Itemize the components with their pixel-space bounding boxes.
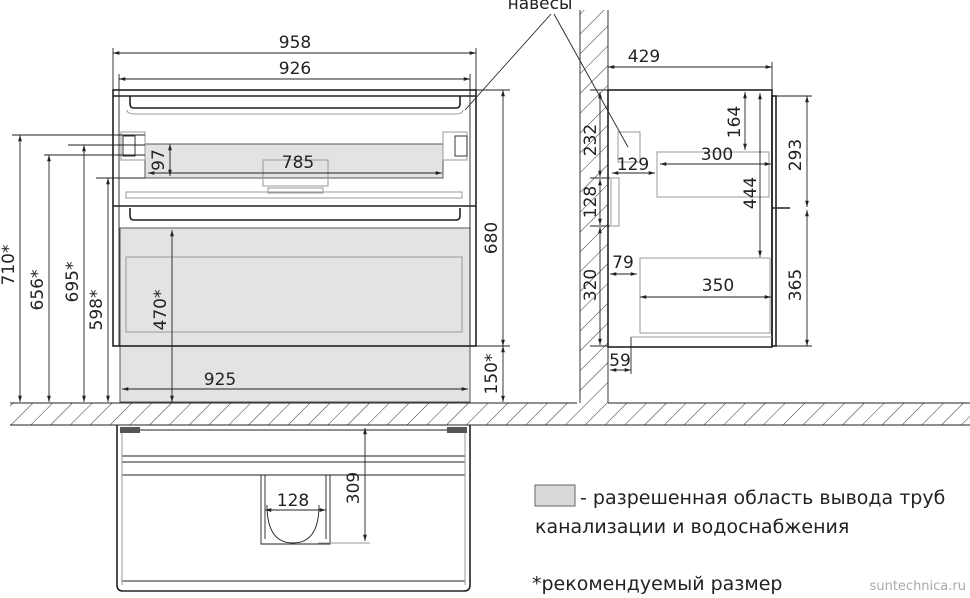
top-drawer	[656, 151, 770, 198]
front-view	[112, 89, 477, 403]
hinge-side	[617, 131, 641, 163]
door-fronts	[771, 95, 777, 347]
dim-429: 429	[628, 47, 660, 67]
dim-365: 365	[786, 269, 806, 301]
hinge-left	[120, 131, 146, 161]
dim-710: 710*	[0, 245, 19, 286]
dim-925: 925	[204, 370, 236, 390]
watermark: suntechnica.ru	[870, 579, 966, 594]
cabinet-top-outline	[116, 425, 471, 592]
cabinet-body	[112, 89, 477, 347]
dim-59: 59	[609, 351, 631, 371]
dim-300: 300	[701, 145, 733, 165]
cabinet-side	[607, 89, 773, 348]
dim-680: 680	[482, 222, 502, 254]
dim-695: 695*	[63, 262, 83, 303]
hinge-leader	[553, 13, 629, 148]
dim-470: 470*	[151, 290, 171, 331]
dim-309: 309	[344, 472, 364, 504]
legend-swatch	[534, 484, 576, 507]
dim-444: 444	[741, 177, 761, 209]
wall	[580, 10, 608, 403]
footnote: *рекомендуемый размер	[532, 573, 782, 595]
hinge-leader	[464, 13, 552, 111]
legend: - разрешенная область вывода труб канали…	[532, 484, 966, 595]
dim-97: 97	[149, 149, 169, 171]
floor	[10, 402, 970, 426]
front-dimensions: 958 926 785 97 470* 925 680 150* 710* 65…	[0, 33, 510, 402]
dim-926: 926	[279, 59, 311, 79]
dim-293: 293	[786, 139, 806, 171]
lower-pipe-zone	[119, 227, 471, 403]
dim-350: 350	[702, 276, 734, 296]
dim-232: 232	[581, 124, 601, 156]
siphon-cutout	[260, 475, 331, 545]
legend-line-1: - разрешенная область вывода труб	[580, 487, 945, 509]
hinges-label: навесы	[508, 0, 573, 14]
dim-958: 958	[279, 33, 311, 53]
dim-150: 150*	[482, 354, 502, 395]
side-view: навесы	[464, 0, 790, 403]
legend-line-2: канализации и водоснабжения	[535, 516, 849, 538]
dim-320: 320	[581, 269, 601, 301]
top-view: 128 309	[116, 425, 471, 592]
dim-128: 128	[581, 186, 601, 218]
side-dimensions: 429 164 300 129 444 293 365 350 79 59 23…	[581, 47, 812, 374]
dim-79: 79	[612, 253, 634, 273]
dim-128-cutout: 128	[277, 491, 309, 511]
dim-656: 656*	[28, 270, 48, 311]
dim-164: 164	[725, 106, 745, 138]
dim-129: 129	[617, 155, 649, 175]
dim-598: 598*	[87, 290, 107, 331]
dim-785: 785	[282, 153, 314, 173]
